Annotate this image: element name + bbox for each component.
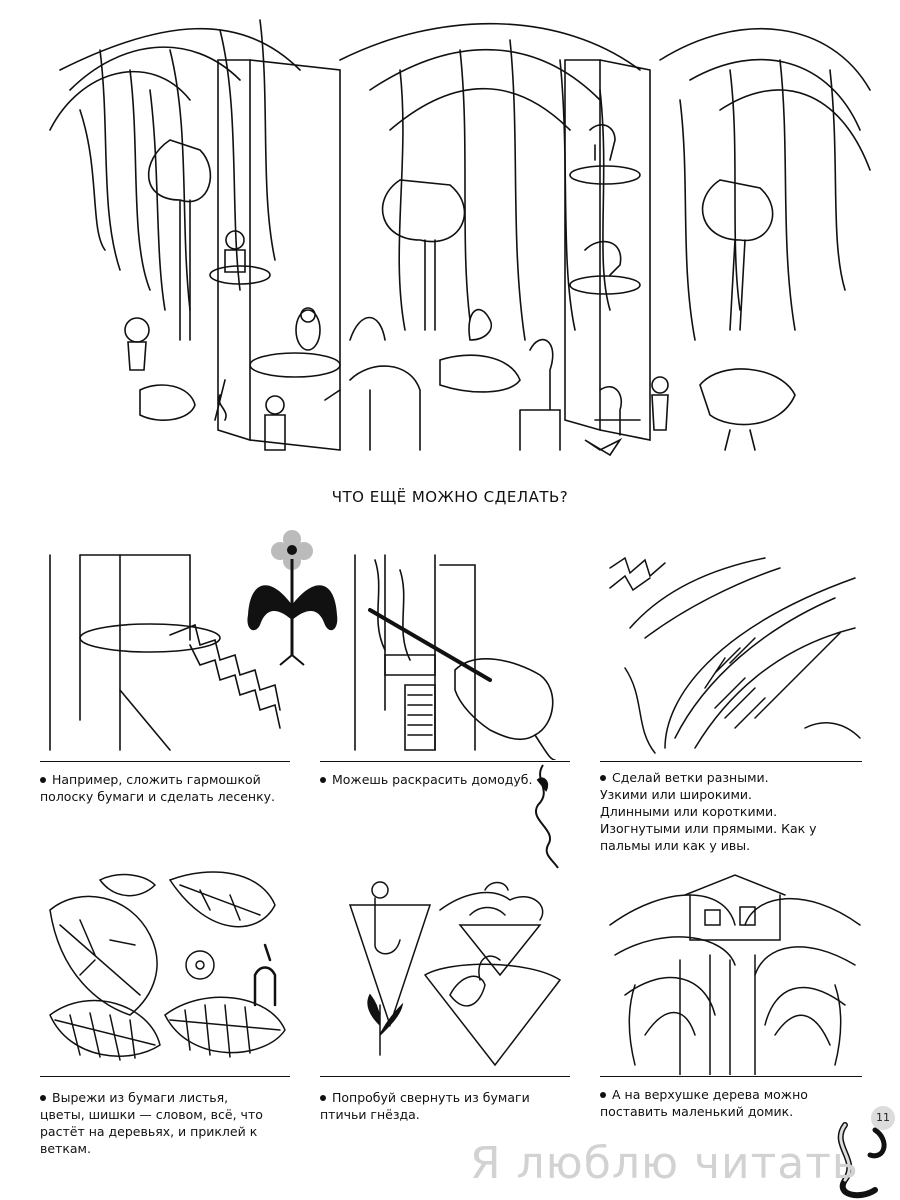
caption-5: Попробуй свернуть из бумаги птичьи гнёзд… bbox=[320, 1089, 550, 1123]
caption-text-6: А на верхушке дерева можно поставить мал… bbox=[600, 1087, 808, 1119]
caption-rule-1 bbox=[40, 761, 290, 762]
panel-treehouse-illustration bbox=[609, 874, 861, 1075]
caption-6: А на верхушке дерева можно поставить мал… bbox=[600, 1086, 830, 1120]
caption-rule-2 bbox=[320, 761, 570, 762]
bullet bbox=[600, 1091, 606, 1098]
caption-4: Вырежи из бумаги листья, цветы, шишки — … bbox=[40, 1089, 270, 1157]
caption-text-1: Например, сложить гармошкой полоску бума… bbox=[40, 772, 276, 804]
bullet bbox=[40, 1094, 46, 1101]
panel-staircase-illustration bbox=[49, 554, 281, 751]
caption-rule-4 bbox=[40, 1076, 290, 1077]
section-heading: ЧТО ЕЩЁ МОЖНО СДЕЛАТЬ? bbox=[331, 488, 569, 506]
caption-rule-3 bbox=[600, 761, 862, 762]
paper-flower-icon bbox=[247, 530, 338, 666]
panel-painting-illustration bbox=[354, 554, 556, 760]
snake-illustration bbox=[837, 1122, 887, 1199]
caption-text-3: Сделай ветки разными. Узкими или широким… bbox=[600, 770, 817, 853]
page-number: 11 bbox=[871, 1106, 895, 1130]
caption-rule-5 bbox=[320, 1076, 570, 1077]
panel-branches-illustration bbox=[609, 556, 861, 754]
watermark: Я люблю читать bbox=[470, 1138, 859, 1189]
bullet bbox=[40, 776, 46, 783]
caption-text-2: Можешь раскрасить домодуб. bbox=[332, 772, 533, 787]
bullet bbox=[320, 776, 326, 783]
caption-text-4: Вырежи из бумаги листья, цветы, шишки — … bbox=[40, 1090, 263, 1156]
bullet bbox=[320, 1094, 326, 1101]
caption-1: Например, сложить гармошкой полоску бума… bbox=[40, 771, 290, 805]
caption-text-5: Попробуй свернуть из бумаги птичьи гнёзд… bbox=[320, 1090, 530, 1122]
paint-drip-icon bbox=[535, 764, 559, 869]
caption-3: Сделай ветки разными. Узкими или широким… bbox=[600, 769, 820, 854]
panel-nests-illustration bbox=[348, 881, 562, 1067]
caption-2: Можешь раскрасить домодуб. bbox=[320, 771, 550, 788]
hero-illustration bbox=[49, 19, 871, 457]
panel-paper-leaves-illustration bbox=[49, 871, 286, 1061]
bullet bbox=[600, 774, 606, 781]
caption-rule-6 bbox=[600, 1076, 862, 1077]
